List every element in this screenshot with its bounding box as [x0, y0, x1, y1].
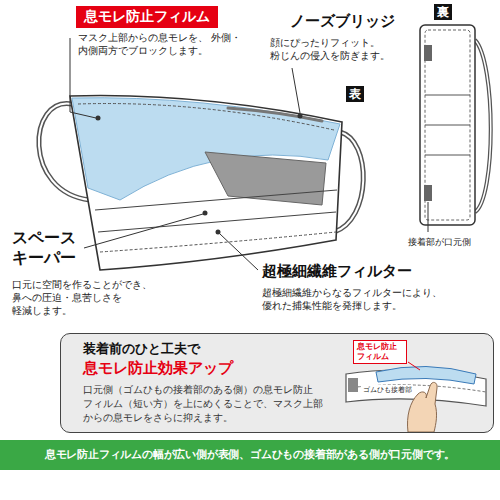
footer-text: 息モレ防止フィルムの幅が広い側が表側、ゴムひもの接着部がある側が口元側です。	[4, 448, 496, 462]
part-description: 口元に空間を作ることができ、 鼻への圧迫・息苦しさを 軽減します。	[12, 278, 172, 317]
mask-back	[420, 25, 475, 225]
nose-bridge-wire	[228, 108, 322, 121]
footer-bar: 息モレ防止フィルムの幅が広い側が表側、ゴムひもの接着部がある側が口元側です。	[0, 440, 500, 470]
adhesive-pad	[424, 185, 432, 201]
part-name: ノーズブリッジ	[290, 12, 395, 31]
leader-line	[408, 362, 420, 370]
title-banner: 息モレ防止フィルム	[76, 6, 218, 28]
ear-loop	[475, 40, 491, 212]
stitch-line	[425, 30, 470, 220]
inset-film-tag: 息モレ防止 フィルム	[353, 340, 407, 364]
tag-text: 裏	[437, 5, 449, 19]
adhesive-pad	[424, 45, 432, 61]
leader-line	[220, 234, 258, 270]
part-note: ゴムひも接着部	[362, 385, 413, 395]
side-tag: 表	[346, 86, 364, 102]
pleat-line	[425, 95, 470, 96]
tip-heading: 装着前のひと工夫で	[83, 340, 333, 358]
pleat-line	[425, 155, 470, 156]
tip-panel: 装着前のひと工夫で息モレ防止効果アップ口元側（ゴムひもの接着部のある側）の息モレ…	[60, 333, 494, 433]
adhesive-pad	[348, 378, 358, 392]
leak-film	[376, 366, 476, 384]
inner-filter	[205, 152, 326, 205]
tag-text: 表	[349, 87, 361, 101]
stitch-line	[78, 104, 334, 130]
tip-heading-red: 息モレ防止効果アップ	[83, 358, 333, 378]
leader-dot	[216, 230, 221, 235]
pleat-line	[95, 190, 337, 210]
leader-line	[84, 214, 203, 248]
leader-line	[292, 68, 300, 113]
leader-dot	[96, 116, 101, 121]
part-description: マスク上部からの息モレを、 外側・内側両方でブロックします。	[78, 31, 256, 57]
part-description: 超極細繊維からなるフィルターにより、 優れた捕集性能を発揮します。	[262, 286, 458, 312]
part-name: 超極細繊維フィルター	[262, 262, 412, 281]
part-note: 接着部が口元側	[408, 236, 471, 249]
leader-dot	[298, 114, 303, 119]
tip-body: 口元側（ゴムひもの接着部のある側）の息モレ防止 フィルム（短い方）を上にめくるこ…	[83, 383, 333, 425]
leader-line	[428, 202, 429, 232]
banner-text: 息モレ防止フィルム	[84, 8, 210, 26]
part-description: 顔にぴったりフィット。 粉じんの侵入を防ぎます。	[270, 36, 405, 62]
side-tag: 裏	[434, 4, 452, 20]
stitch-line	[100, 232, 336, 252]
mask-body	[70, 96, 342, 270]
part-name: スペース キーパー	[12, 228, 100, 268]
leader-dot	[203, 211, 208, 216]
pleat-line	[98, 212, 336, 232]
ear-loop-core	[475, 40, 491, 212]
pleat-line	[425, 125, 470, 126]
inset-tag-text: 息モレ防止 フィルム	[357, 342, 403, 362]
